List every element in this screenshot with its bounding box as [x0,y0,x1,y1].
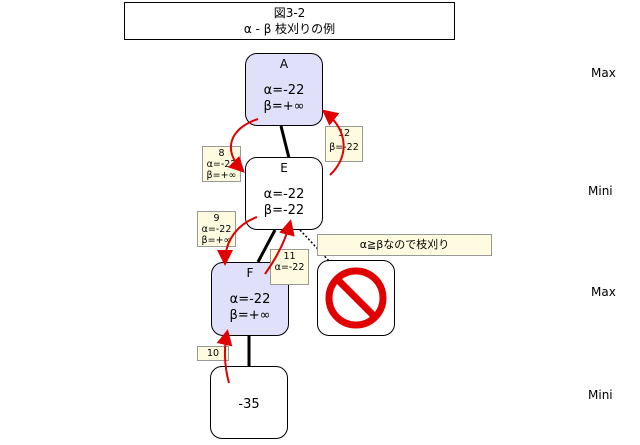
node-f[interactable]: F α=-22 β=+∞ [211,262,289,336]
node-a-name: A [279,57,289,71]
node-f-name: F [246,266,254,280]
arrow-e-to-a [321,109,345,176]
level-label-mini-1: Mini [588,184,613,198]
note-step-10: 10 [197,346,229,361]
note-8-alpha: α=-22 [206,159,237,170]
node-e[interactable]: E α=-22 β=-22 [245,157,323,230]
arrow-f-to-e [264,219,295,275]
figure-caption: α - β 枝刈りの例 [243,22,336,36]
edge-e-pruned [299,229,331,263]
figure-title-box: 図3-2 α - β 枝刈りの例 [124,2,455,40]
note-11-alpha: α=-22 [274,262,305,273]
node-a-beta: β=+∞ [263,99,305,114]
prohibition-icon [325,267,387,329]
note-step-11: 11 α=-22 [270,249,309,285]
note-9-alpha: α=-22 [201,224,232,235]
level-label-mini-2: Mini [588,388,613,402]
node-leaf-value: -35 [238,397,260,412]
note-12-step: 12 [337,128,351,139]
note-10-step: 10 [206,348,220,359]
node-e-beta: β=-22 [263,203,305,218]
edge-a-e [279,125,291,159]
note-8-beta: β=+∞ [206,170,237,181]
node-e-alpha: α=-22 [263,187,305,202]
note-9-step: 9 [213,213,220,224]
node-f-beta: β=+∞ [229,308,271,323]
note-8-step: 8 [218,148,225,159]
edge-e-f [256,229,277,263]
note-11-step: 11 [283,251,296,262]
level-label-max-1: Max [591,66,616,80]
node-a-alpha: α=-22 [263,83,305,98]
node-f-alpha: α=-22 [229,292,271,307]
node-e-name: E [280,161,288,175]
prune-note: α≧βなので枝刈り [317,234,492,256]
arrow-e-to-f [217,216,258,266]
arrow-a-to-e [227,118,259,173]
pruned-node[interactable] [317,260,395,336]
level-label-max-2: Max [591,285,616,299]
arrow-leaf-to-f [216,329,233,384]
figure-number: 図3-2 [273,6,306,20]
note-9-beta: β=+∞ [201,235,232,246]
node-a[interactable]: A α=-22 β=+∞ [245,53,323,126]
node-leaf[interactable]: -35 [210,366,288,439]
